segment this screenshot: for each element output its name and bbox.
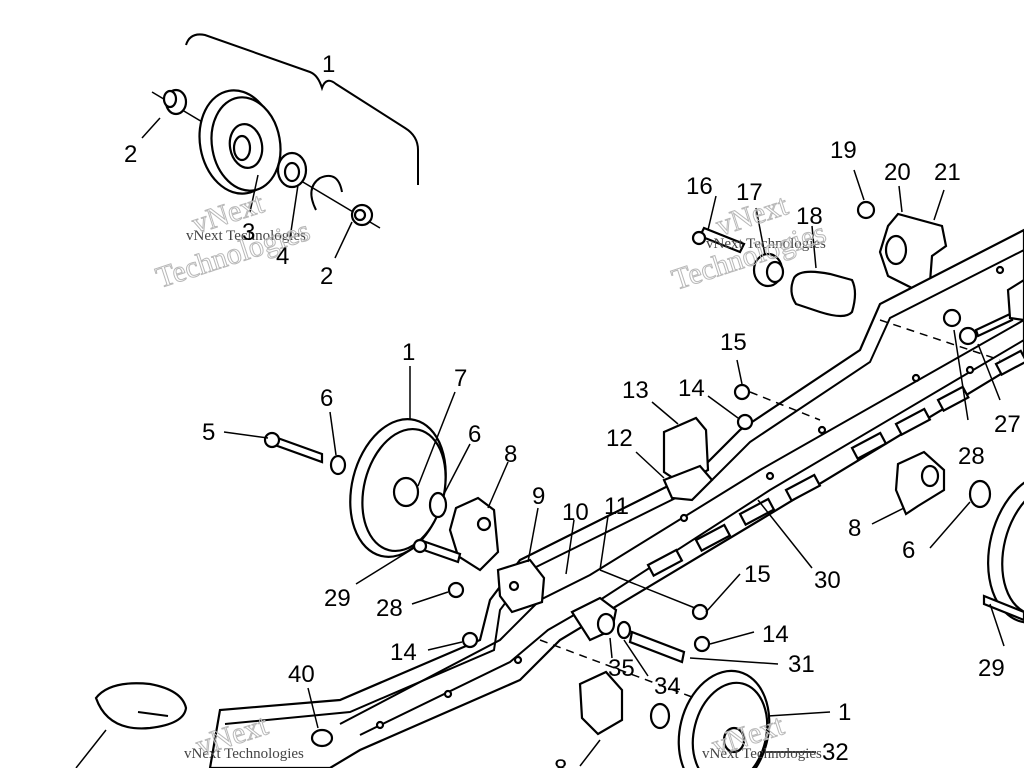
callout-1: 1 [322,51,335,78]
callout-17: 17 [736,179,763,206]
pivot-block-left [448,461,701,614]
callout-28: 28 [958,443,985,470]
callout-labels: 1 2 3 4 2 1 7 6 5 6 8 9 10 11 29 28 14 4… [124,51,1021,768]
callout-34: 34 [654,673,681,700]
upper-bracket-assembly [691,169,948,318]
callout-6: 6 [468,421,481,448]
idler-wheel-right [982,472,1024,647]
shackle-assembly [570,499,813,677]
hardware-left [355,538,479,651]
callout-1: 1 [402,339,415,366]
rail-end [75,682,334,768]
callout-6: 6 [902,537,915,564]
callout-15: 15 [744,561,771,588]
hardware-right-upper [942,278,1024,421]
callout-40: 40 [288,661,315,688]
callout-12: 12 [606,425,633,452]
callout-2: 2 [320,263,333,290]
bracket-12-13 [635,359,821,502]
callout-14: 14 [762,621,789,648]
callout-29: 29 [978,655,1005,682]
callout-3: 3 [242,219,255,246]
watermark-small-2: vNext Technologies [706,236,826,252]
watermark-small-1: vNext Technologies [186,228,306,244]
callout-15: 15 [720,329,747,356]
watermark-small-3: vNext Technologies [184,746,304,762]
callout-4: 4 [276,243,289,270]
callout-14: 14 [390,639,417,666]
callout-7: 7 [454,365,467,392]
callout-10: 10 [562,499,589,526]
pivot-block-right [871,450,992,549]
callout-30: 30 [814,567,841,594]
callout-21: 21 [934,159,961,186]
callout-8: 8 [504,441,517,468]
callout-27: 27 [994,411,1021,438]
wheel-assembly-exploded [141,33,419,259]
callout-35: 35 [608,655,635,682]
callout-20: 20 [884,159,911,186]
callout-11: 11 [604,493,629,520]
callout-8: 8 [848,515,861,542]
callout-9: 9 [532,483,545,510]
callout-5: 5 [202,419,215,446]
callout-28: 28 [376,595,403,622]
callout-13: 13 [622,377,649,404]
callout-8: 8 [554,755,567,768]
callout-19: 19 [830,137,857,164]
callout-2: 2 [124,141,137,168]
callout-18: 18 [796,203,823,230]
idler-wheel-rear [578,669,831,768]
callout-16: 16 [686,173,713,200]
callout-1: 1 [838,699,851,726]
slide-rail [208,228,1024,768]
callout-6: 6 [320,385,333,412]
callout-14: 14 [678,375,705,402]
callout-32: 32 [822,739,849,766]
callout-29: 29 [324,585,351,612]
callout-31: 31 [788,651,815,678]
idler-wheel-front [223,366,471,558]
watermark-small-4: vNext Technologies [702,746,822,762]
rail-slots [646,349,1024,578]
